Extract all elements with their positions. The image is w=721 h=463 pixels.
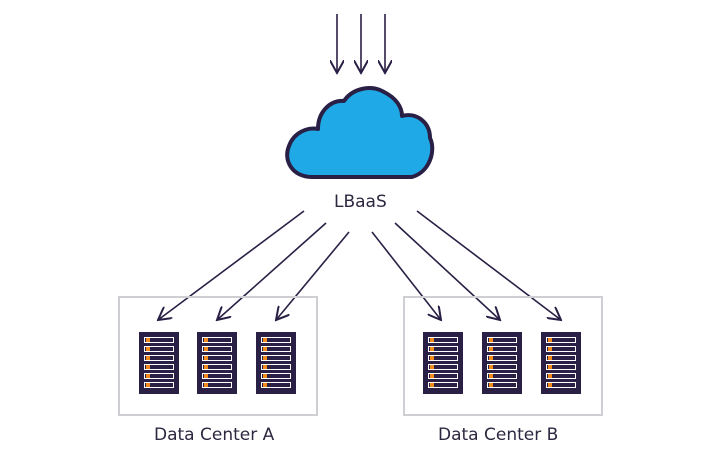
server-led (548, 356, 552, 360)
outgoing-arrows (158, 210, 561, 320)
server-led (146, 356, 150, 360)
data-center-b-label: Data Center B (438, 425, 559, 445)
server-led (430, 338, 434, 342)
server-led (489, 338, 493, 342)
server-led (263, 356, 267, 360)
server-rack-icon (482, 332, 522, 394)
server-led (204, 347, 208, 351)
server-led (548, 347, 552, 351)
server-led (489, 356, 493, 360)
server-led (146, 347, 150, 351)
server-led (430, 374, 434, 378)
data-center-a-label: Data Center A (154, 425, 275, 445)
servers (139, 332, 581, 394)
server-led (548, 383, 552, 387)
arrow-to-a3 (276, 231, 350, 320)
server-led (548, 365, 552, 369)
server-led (548, 338, 552, 342)
server-rack-icon (139, 332, 179, 394)
server-led (430, 356, 434, 360)
arrow-to-b2 (394, 222, 500, 320)
server-rack-icon (541, 332, 581, 394)
server-rack-icon (256, 332, 296, 394)
server-led (430, 383, 434, 387)
server-led (548, 374, 552, 378)
server-led (204, 374, 208, 378)
arrow-to-a1 (158, 210, 305, 320)
server-rack-icon (197, 332, 237, 394)
server-rack-icon (423, 332, 463, 394)
server-led (146, 383, 150, 387)
server-led (430, 347, 434, 351)
server-led (263, 365, 267, 369)
server-led (263, 383, 267, 387)
arrow-to-a2 (217, 222, 327, 320)
server-led (146, 365, 150, 369)
arrow-to-b3 (416, 210, 561, 320)
cloud-label: LBaaS (334, 192, 387, 212)
server-led (263, 338, 267, 342)
server-led (204, 383, 208, 387)
data-center-a-box (118, 296, 318, 416)
server-led (263, 374, 267, 378)
server-led (204, 365, 208, 369)
server-led (146, 338, 150, 342)
server-led (204, 356, 208, 360)
cloud-icon (285, 86, 435, 179)
server-led (489, 365, 493, 369)
server-led (204, 338, 208, 342)
data-center-b-box (403, 296, 603, 416)
server-led (489, 347, 493, 351)
server-led (489, 383, 493, 387)
server-led (263, 347, 267, 351)
server-led (146, 374, 150, 378)
server-led (430, 365, 434, 369)
server-led (489, 374, 493, 378)
arrow-to-b1 (371, 231, 441, 320)
incoming-arrows (337, 14, 385, 73)
